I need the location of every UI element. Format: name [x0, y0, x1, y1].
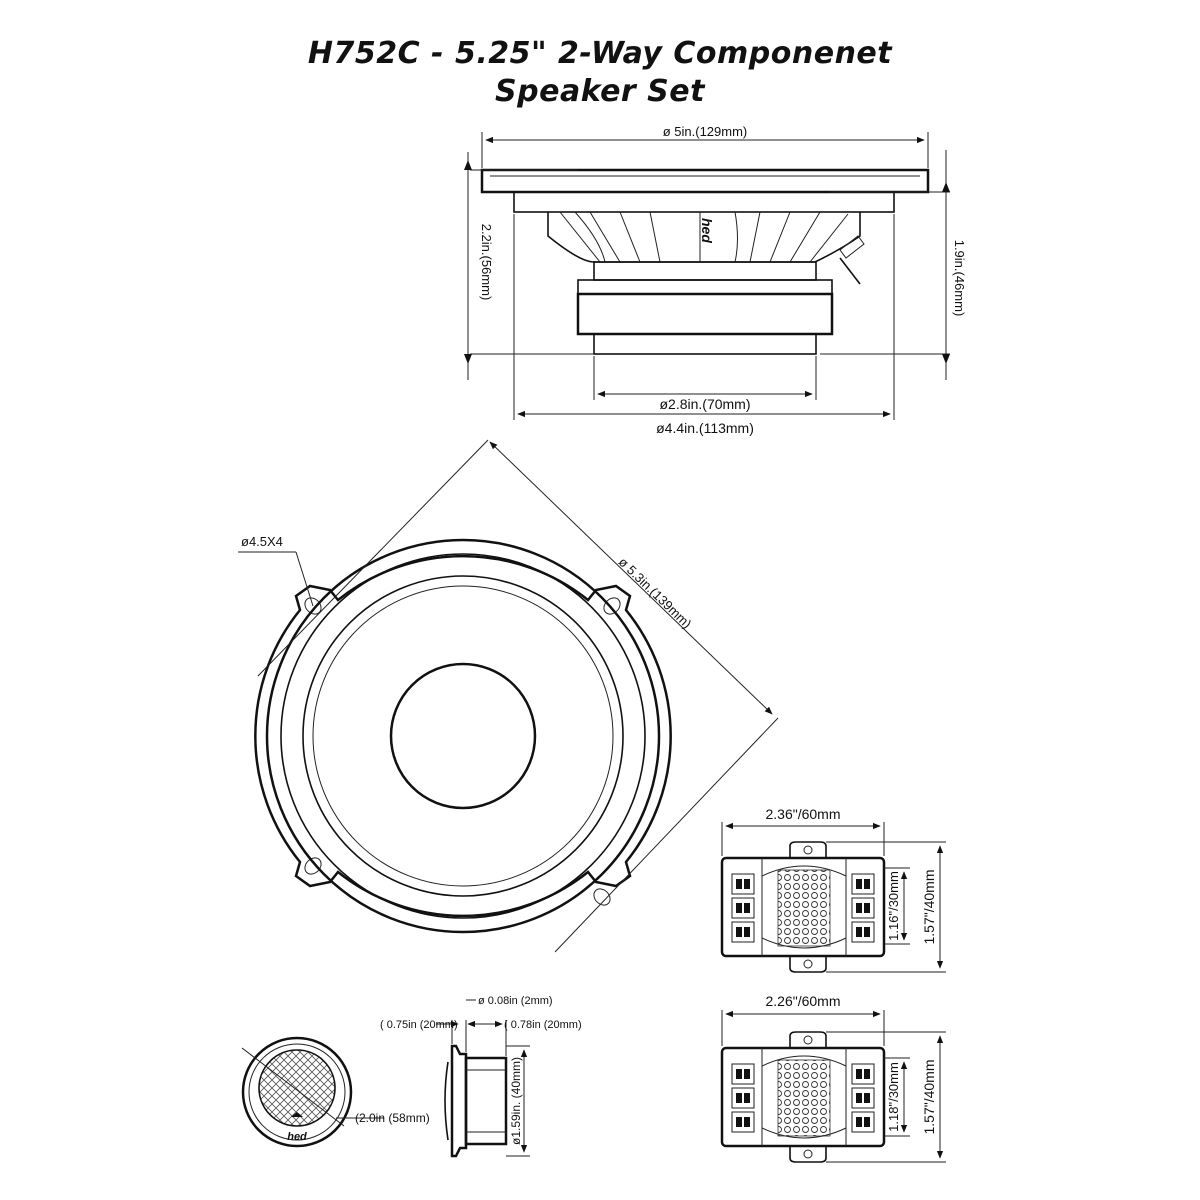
title-line-1: H752C - 5.25" 2-Way Componenet — [307, 36, 893, 71]
dust-cap — [389, 662, 537, 810]
tweeter-front-view: hed (2.0in (58mm) — [241, 1036, 430, 1148]
tweeter-side-view: ø 0.08in (2mm) ( 0.75in (20mm) ( 0.78in … — [380, 995, 582, 1158]
basket-ring — [513, 191, 895, 213]
flange-outline — [254, 554, 672, 918]
tweeter-bezel — [241, 1036, 353, 1148]
crossover-bottom-outer-height: 1.57"/40mm — [921, 1059, 937, 1134]
brand-label-side: hed — [699, 218, 715, 243]
tweeter-grille — [258, 1049, 336, 1127]
top-plate — [577, 279, 833, 295]
dim-magnet-width: ø2.8in.(70mm) — [659, 396, 750, 412]
dim-height-right: 1.9in.(46mm) — [952, 240, 967, 317]
dim-height-left: 2.2in.(56mm) — [479, 224, 494, 301]
back-plate — [593, 333, 817, 355]
crossover-top: 2.36"/60mm 1.16"/30mm 1.57"/40mm — [720, 806, 946, 973]
flange-rim — [480, 168, 930, 194]
dim-top-width: ø 5in.(129mm) — [663, 124, 748, 139]
crossover-body-top — [720, 856, 886, 958]
crossover-top-inner-height: 1.16"/30mm — [886, 871, 901, 941]
spider — [593, 261, 817, 281]
tweeter-pin: ø 0.08in (2mm) — [478, 995, 553, 1007]
hole-callout: ø4.5X4 — [241, 534, 283, 549]
crossover-bottom-inner-height: 1.18"/30mm — [886, 1062, 901, 1132]
crossover-bottom-width: 2.26"/60mm — [765, 993, 840, 1009]
surround-outer — [265, 538, 661, 934]
tweeter-body — [464, 1056, 508, 1146]
tweeter-height: ø1.59in. (40mm) — [509, 1057, 523, 1145]
tweeter-depth-right: ( 0.78in (20mm) — [504, 1019, 582, 1031]
tweeter-face-dia: (2.0in (58mm) — [355, 1111, 430, 1125]
terminal-tab — [839, 235, 865, 259]
tweeter-depth-left: ( 0.75in (20mm) — [380, 1019, 458, 1031]
woofer-side-view: hed ø 5in.(129mm) 2.2in.(56mm) 1.9in.(46… — [464, 124, 967, 436]
crossover-top-width: 2.36"/60mm — [765, 806, 840, 822]
cone-edge — [302, 575, 624, 897]
crossover-top-outer-height: 1.57"/40mm — [921, 869, 937, 944]
crossover-body-bottom — [720, 1046, 886, 1148]
brand-label-tweeter: hed — [287, 1131, 307, 1143]
tweeter-flange — [450, 1044, 468, 1158]
magnet — [576, 292, 834, 336]
dim-basket-width: ø4.4in.(113mm) — [656, 420, 754, 436]
woofer-front-view: ø4.5X4 ø 5.3in.(139mm) — [238, 439, 779, 953]
crossover-bottom: 2.26"/60mm 1.18"/30mm 1.57"/40mm — [720, 993, 946, 1163]
title-line-2: Speaker Set — [495, 74, 705, 109]
